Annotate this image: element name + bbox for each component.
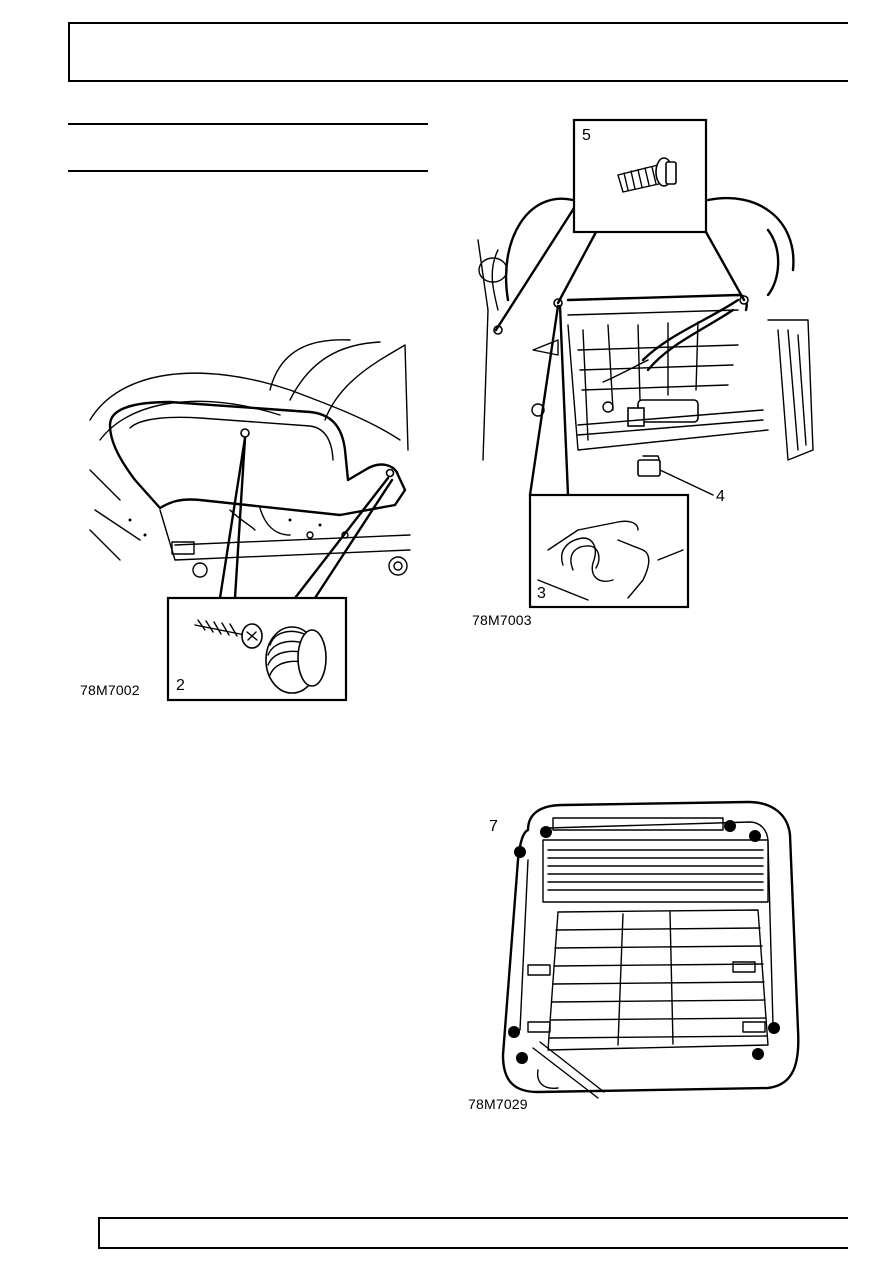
callout-7: 7 [489, 818, 498, 835]
callout-5: 5 [582, 127, 591, 144]
figure-code-78M7002: 78M7002 [80, 682, 140, 698]
callout-4: 4 [716, 488, 725, 505]
figure-code-78M7029: 78M7029 [468, 1096, 528, 1112]
figure-78M7003-illustration [477, 118, 814, 609]
figure-code-78M7003: 78M7003 [472, 612, 532, 628]
figure-78M7029-illustration [501, 800, 800, 1099]
page-header-frame [68, 22, 848, 82]
page-footer-frame [98, 1217, 848, 1249]
section-rule-top [68, 123, 428, 125]
figure-78M7002-illustration [89, 339, 411, 702]
callout-2: 2 [176, 677, 185, 694]
callout-3: 3 [537, 585, 546, 602]
section-rule-bottom [68, 170, 428, 172]
